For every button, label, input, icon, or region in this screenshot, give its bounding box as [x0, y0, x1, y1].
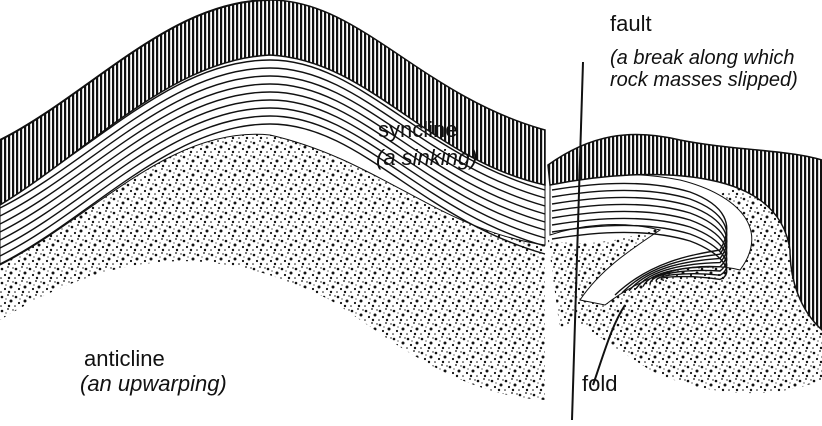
fault-description-line-2: rock masses slipped): [610, 68, 798, 92]
fault-description-line-1: (a break along which: [610, 46, 795, 70]
fold-block: [548, 134, 822, 393]
syncline-description: (a sinking): [376, 146, 477, 170]
fault-line: [572, 62, 583, 420]
fold-label: fold: [582, 372, 617, 396]
anticline-label: anticline: [84, 347, 165, 371]
syncline-label: syncline: [378, 118, 457, 142]
fault-label: fault: [610, 12, 652, 36]
anticline-description: (an upwarping): [80, 372, 227, 396]
